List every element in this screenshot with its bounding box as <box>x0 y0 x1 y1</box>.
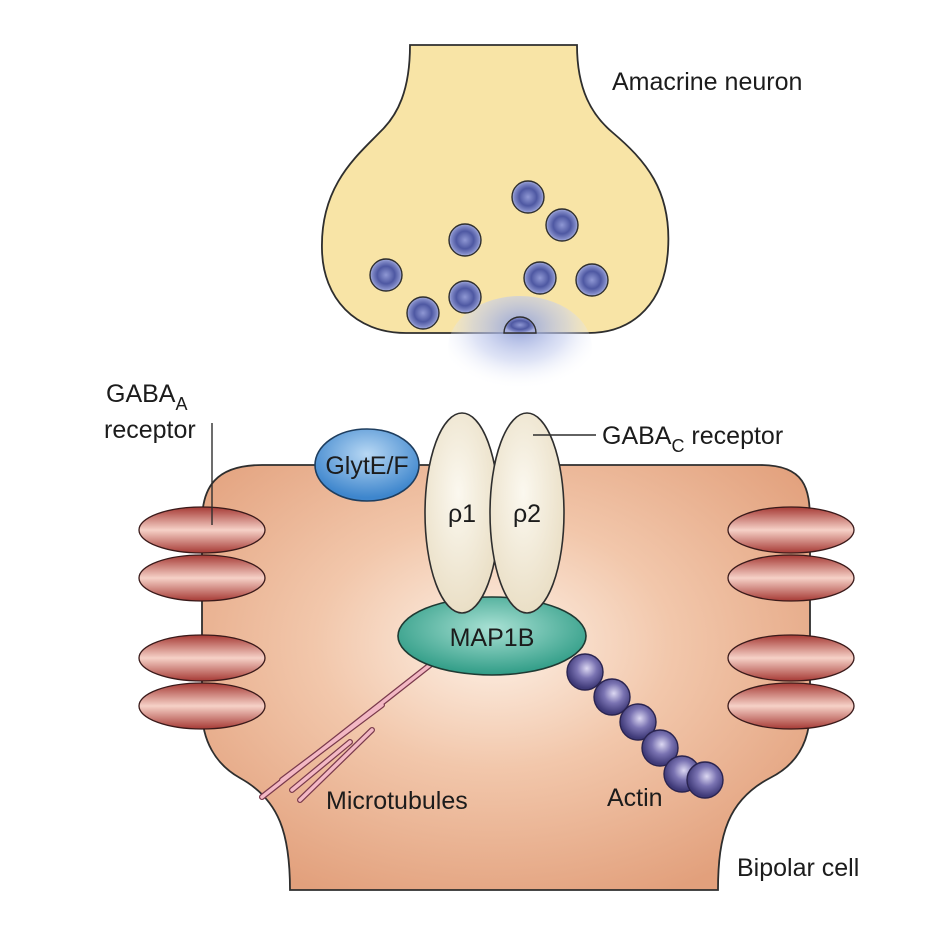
gaba-a-receptor-icon <box>138 506 266 554</box>
actin-bead-icon <box>566 653 604 691</box>
gaba-c-subscript: C <box>671 436 684 456</box>
bipolar-cell-body <box>201 464 811 891</box>
synaptic-vesicle-icon <box>523 261 557 295</box>
actin-filament <box>566 653 724 799</box>
fusing-vesicle-icon <box>503 316 537 334</box>
gaba-release-cloud <box>448 296 592 400</box>
gaba-a-receptor-icon <box>727 554 855 602</box>
actin-bead-icon <box>593 678 631 716</box>
actin-bead-icon <box>641 729 679 767</box>
synaptic-vesicle-icon <box>448 280 482 314</box>
gaba-a-receptor-icon <box>138 682 266 730</box>
map1b-label: MAP1B <box>450 624 535 652</box>
gaba-a-receptors-right <box>727 506 855 730</box>
actin-label: Actin <box>607 784 663 812</box>
gaba-a-subscript: A <box>175 394 187 414</box>
actin-bead-icon <box>619 703 657 741</box>
synaptic-vesicle-icon <box>511 180 545 214</box>
synaptic-vesicle-icon <box>406 296 440 330</box>
actin-bead-icon <box>686 761 724 799</box>
microtubules-label: Microtubules <box>326 787 468 815</box>
gaba-a-receptor-icon <box>138 554 266 602</box>
gaba-c-receptor-label: GABAC receptor <box>602 422 783 456</box>
microtubules <box>259 662 433 803</box>
gaba-a-receptor-label: GABAA <box>106 380 188 414</box>
gaba-a-receptor-icon <box>138 634 266 682</box>
gaba-c-suffix: receptor <box>684 422 783 450</box>
gaba-a-main: GABA <box>106 380 176 408</box>
synaptic-vesicle-icon <box>369 258 403 292</box>
gaba-a-receptors-left <box>138 506 266 730</box>
amacrine-neuron-label: Amacrine neuron <box>612 68 802 96</box>
glyt-label: GlytE/F <box>325 452 408 480</box>
gaba-a-receptor-icon <box>727 634 855 682</box>
synaptic-vesicles <box>369 180 609 330</box>
rho1-label: ρ1 <box>448 500 476 528</box>
gaba-a-receptor-icon <box>727 682 855 730</box>
rho2-label: ρ2 <box>513 500 541 528</box>
gaba-a-receptor-icon <box>727 506 855 554</box>
gaba-c-main: GABA <box>602 422 672 450</box>
gaba-a-receptor-label-line2: receptor <box>104 416 196 444</box>
synaptic-vesicle-icon <box>448 223 482 257</box>
synaptic-vesicle-icon <box>545 208 579 242</box>
glyt-protein <box>314 428 420 502</box>
map1b-protein <box>397 596 587 676</box>
synaptic-vesicle-icon <box>575 263 609 297</box>
rho2-subunit <box>489 412 565 614</box>
bipolar-cell-label: Bipolar cell <box>737 854 859 882</box>
